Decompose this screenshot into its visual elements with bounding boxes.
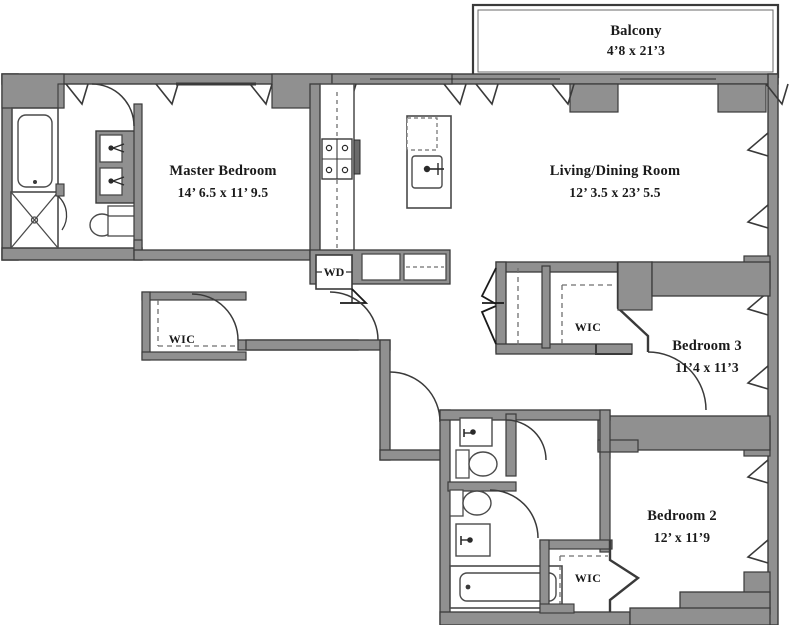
- bedroom-3-walls: [597, 261, 771, 453]
- washer-dryer-label: WD: [324, 265, 345, 279]
- washer-dryer-unit: [315, 254, 369, 304]
- master-bedroom-dimensions: 14’ 6.5 x 11’ 9.5: [178, 185, 269, 200]
- bath3-door-swing: [489, 489, 539, 539]
- living-dining-name: Living/Dining Room: [550, 163, 681, 179]
- bath3-toilet: [449, 489, 492, 517]
- kitchen: [309, 83, 452, 285]
- room-labels: Balcony 4’8 x 21’3 Master Bedroom 14’ 6.…: [169, 23, 741, 545]
- master-toilet: [89, 205, 141, 237]
- bath3-sink: [455, 523, 491, 557]
- bedroom-3-closet-group: [480, 261, 653, 355]
- hallway-walls: [245, 291, 447, 461]
- wic-bedroom-2-label: WIC: [575, 571, 602, 585]
- balcony-dimensions: 4’8 x 21’3: [607, 43, 665, 58]
- master-bedroom-name: Master Bedroom: [169, 163, 276, 179]
- bedroom-3-name: Bedroom 3: [672, 338, 742, 354]
- right-wall-casement-swings: [746, 132, 769, 564]
- hall-door-swing-1: [329, 291, 379, 341]
- master-shower: [10, 191, 68, 249]
- bath2-sink: [459, 417, 493, 447]
- kitchen-cooktop: [321, 138, 361, 180]
- bedroom-3-dimensions: 11’4 x 11’3: [675, 360, 739, 375]
- bath2-toilet: [455, 449, 498, 479]
- bedroom-2-name: Bedroom 2: [647, 508, 717, 524]
- kitchen-island: [406, 115, 452, 209]
- living-dining-dimensions: 12’ 3.5 x 23’ 5.5: [569, 185, 660, 200]
- bath2-door-swing: [505, 419, 547, 461]
- master-bath-door-swing: [91, 83, 135, 127]
- wic-master-door-swing: [191, 293, 239, 341]
- master-vanity-counter: [95, 130, 141, 204]
- bedroom-2-dimensions: 12’ x 11’9: [654, 530, 711, 545]
- hall-door-swing-2: [389, 371, 441, 423]
- bedroom-2-walls: [629, 591, 771, 625]
- wic-bedroom-3-label: WIC: [575, 320, 602, 334]
- wic-bedroom-2-group: [539, 539, 641, 614]
- balcony-name: Balcony: [610, 23, 662, 39]
- balcony-structure: [471, 3, 780, 79]
- wic-master-label: WIC: [169, 332, 196, 346]
- bedroom-3-door-swing: [647, 351, 707, 411]
- master-bathtub: [11, 107, 59, 195]
